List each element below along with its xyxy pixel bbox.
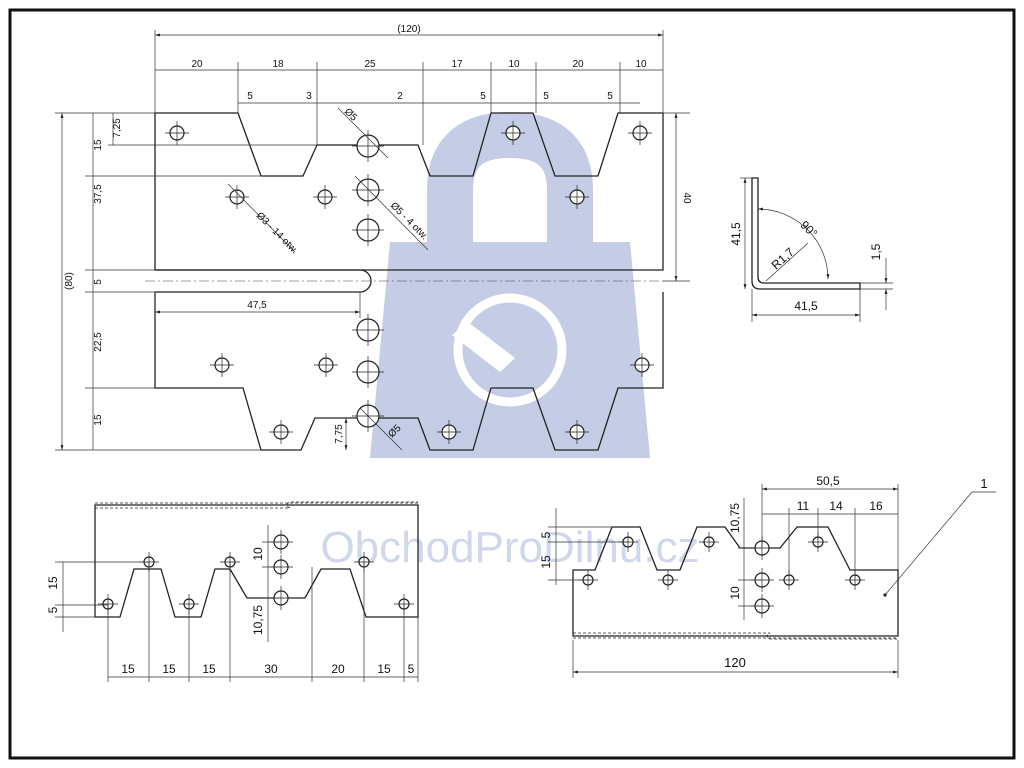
dim-bottom-6: 15: [377, 662, 391, 676]
front-view-right: 50,5 11 14 16 5 15 10,75 10: [539, 474, 996, 678]
dim-fl-left-1: 15: [46, 576, 60, 590]
dim-notch-6: 5: [607, 91, 613, 102]
left-dimension-chain: 15 5: [46, 561, 149, 632]
lower-part-outline: [154, 269, 664, 451]
dim-radius: R1,7: [769, 245, 797, 273]
callout-large-holes: Ø5 - 4 otw.: [388, 200, 430, 242]
bottom-notch-dimension: 7,75: [315, 417, 350, 450]
dim-fr-top-2: 14: [829, 499, 843, 513]
dim-bottom-2: 15: [162, 662, 176, 676]
dim-top-4: 17: [451, 59, 463, 70]
bottom-dimension-chain: 15 15 15 30 20 15 5: [107, 562, 419, 682]
front-view-left: 15 15 15 30 20 15 5 15 5 10 10,75: [46, 501, 419, 682]
dim-fr-top-1: 11: [797, 499, 810, 513]
dim-angle: 90°: [797, 218, 820, 241]
part-number-leader: 1: [883, 476, 996, 597]
left-dimension-chain: 5 15: [539, 508, 628, 585]
dim-fl-vert-1: 10: [251, 547, 265, 561]
dim-notch-4: 5: [480, 91, 486, 102]
dim-leg-width: 41,5: [794, 299, 818, 313]
dim-bottom-5: 20: [331, 662, 345, 676]
dim-right-height: 40: [681, 192, 692, 204]
dim-bottom-notch: 7,75: [334, 424, 345, 444]
front-left-outline: [94, 504, 419, 618]
dim-fr-top-span: 50,5: [816, 474, 840, 488]
overall-dimension: 120: [572, 640, 899, 678]
top-dimension-chain: (120) 20 18 25 17 10 20 10: [154, 24, 664, 145]
padlock-wrench-logo-icon: [370, 111, 650, 458]
dim-slot-length: 47,5: [247, 300, 267, 311]
side-profile-view: 41,5 41,5 90° R1,7 1,5: [729, 177, 893, 322]
left-dimension-chain: (80) 7,25 15 37,5 5 22,5 15: [55, 112, 317, 451]
dim-fr-overall: 120: [724, 655, 746, 670]
part-number: 1: [980, 476, 987, 491]
dim-notch-3: 2: [397, 91, 403, 102]
dim-left-5: 22,5: [93, 332, 104, 352]
dim-notch-1: 5: [247, 91, 253, 102]
slot-dimension: 47,5: [154, 292, 361, 318]
dim-top-2: 18: [272, 59, 284, 70]
dim-fr-left-2: 15: [539, 555, 553, 569]
angle-arc: [757, 207, 830, 280]
dim-overall-width: (120): [397, 24, 420, 35]
dim-bottom-3: 15: [202, 662, 216, 676]
dim-fl-vert-2: 10,75: [251, 605, 265, 635]
vertical-hole-dimensions: 10 10,75: [251, 525, 282, 642]
dim-fr-vert-1: 10,75: [728, 503, 742, 533]
dim-top-5: 10: [508, 59, 520, 70]
dim-left-1: 7,25: [112, 118, 123, 138]
dim-fr-left-1: 5: [539, 531, 553, 538]
dim-notch-5: 5: [543, 91, 549, 102]
dim-bottom-4: 30: [264, 662, 278, 676]
vertical-hole-dimensions: 10,75 10: [728, 498, 762, 620]
dim-bottom-7: 5: [408, 662, 415, 676]
dim-leg-height: 41,5: [729, 222, 743, 246]
dim-overall-height: (80): [64, 272, 75, 290]
dim-fr-vert-2: 10: [728, 586, 742, 600]
dim-left-2: 15: [93, 139, 104, 151]
dim-top-3: 25: [364, 59, 376, 70]
callout-small-holes: Ø3 - 14 otw.: [254, 210, 300, 256]
dim-top-7: 10: [635, 59, 647, 70]
holes-group: [165, 121, 654, 444]
dim-top-1: 20: [191, 59, 203, 70]
drawing-frame: [8, 8, 1016, 760]
dim-left-3: 37,5: [93, 184, 104, 204]
dim-fr-top-3: 16: [869, 499, 883, 513]
dim-notch-2: 3: [306, 91, 312, 102]
right-height-dimension: 40: [663, 112, 692, 282]
dim-bottom-1: 15: [121, 662, 135, 676]
front-left-hem: [95, 501, 418, 509]
dim-top-6: 20: [572, 59, 584, 70]
callout-hole-top: Ø5: [342, 106, 360, 124]
front-right-hem: [573, 632, 898, 640]
dim-left-6: 15: [93, 414, 104, 426]
notch-width-dimensions: 5 3 2 5 5 5: [238, 91, 640, 104]
dim-thickness: 1,5: [869, 243, 883, 260]
watermark-text: ObchodProDilnu.cz: [320, 523, 699, 572]
dim-fl-left-2: 5: [46, 606, 60, 613]
top-dimension-chain: 50,5 11 14 16: [761, 474, 899, 578]
dim-left-4: 5: [93, 279, 104, 285]
watermark: ObchodProDilnu.cz: [320, 111, 700, 572]
